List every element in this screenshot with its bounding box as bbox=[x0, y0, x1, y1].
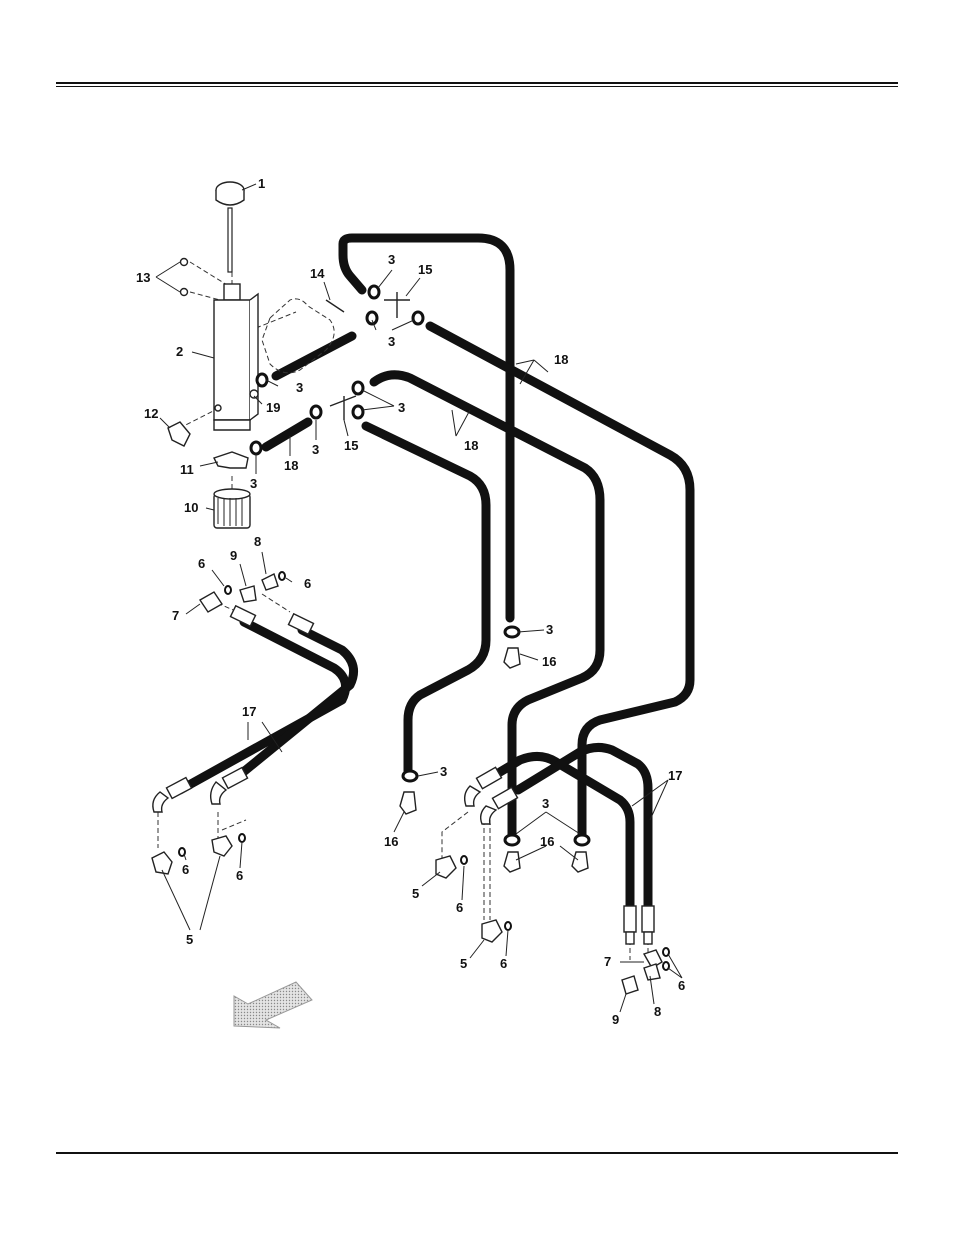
fitting-12 bbox=[168, 422, 190, 446]
callout-17: 17 bbox=[242, 704, 256, 719]
hose-18-tank-short bbox=[276, 336, 352, 376]
callout-13: 13 bbox=[136, 270, 150, 285]
adapter-7 bbox=[200, 592, 222, 612]
callout-3: 3 bbox=[546, 622, 553, 637]
callout-3: 3 bbox=[398, 400, 405, 415]
callout-3: 3 bbox=[388, 334, 395, 349]
hose-18-filter-short bbox=[266, 422, 308, 447]
callout-19: 19 bbox=[266, 400, 280, 415]
callout-7: 7 bbox=[172, 608, 179, 623]
callout-6: 6 bbox=[678, 978, 685, 993]
callout-3: 3 bbox=[388, 252, 395, 267]
callout-8: 8 bbox=[254, 534, 261, 549]
reservoir-tank bbox=[214, 300, 250, 420]
callout-2: 2 bbox=[176, 344, 183, 359]
callout-6: 6 bbox=[500, 956, 507, 971]
callout-9: 9 bbox=[612, 1012, 619, 1027]
reservoir-tank-side bbox=[250, 294, 258, 420]
callout-6: 6 bbox=[304, 576, 311, 591]
front-direction-arrow-icon bbox=[234, 982, 312, 1028]
callout-18: 18 bbox=[464, 438, 478, 453]
dipstick-cap-body bbox=[216, 190, 244, 205]
adapter-8-right bbox=[644, 964, 660, 980]
hose-18-left-long bbox=[366, 426, 486, 772]
elbow-5-d bbox=[482, 920, 502, 942]
tank-base bbox=[214, 420, 250, 430]
elbow-11 bbox=[214, 452, 248, 468]
callout-6: 6 bbox=[198, 556, 205, 571]
adapter-9 bbox=[240, 586, 256, 602]
filler-neck bbox=[224, 284, 240, 300]
callout-3: 3 bbox=[312, 442, 319, 457]
callout-10: 10 bbox=[184, 500, 198, 515]
bolt-13-b bbox=[181, 289, 188, 296]
callout-14: 14 bbox=[310, 266, 325, 281]
callout-16: 16 bbox=[540, 834, 554, 849]
elbow-5-c bbox=[436, 856, 456, 878]
clamps-3 bbox=[251, 286, 589, 845]
hose-17-right-a bbox=[500, 756, 630, 908]
callout-3: 3 bbox=[296, 380, 303, 395]
dipstick-rod bbox=[228, 208, 232, 272]
callout-3: 3 bbox=[250, 476, 257, 491]
callout-6: 6 bbox=[182, 862, 189, 877]
callout-18: 18 bbox=[284, 458, 298, 473]
callout-3: 3 bbox=[542, 796, 549, 811]
bolt-14 bbox=[326, 300, 344, 312]
callout-11: 11 bbox=[180, 462, 194, 477]
tank-port bbox=[215, 405, 221, 411]
adapter-8 bbox=[262, 574, 278, 590]
callout-5: 5 bbox=[186, 932, 193, 947]
callout-3: 3 bbox=[440, 764, 447, 779]
callout-6: 6 bbox=[236, 868, 243, 883]
callout-5: 5 bbox=[412, 886, 419, 901]
callout-15: 15 bbox=[344, 438, 358, 453]
callout-18: 18 bbox=[554, 352, 568, 367]
callout-15: 15 bbox=[418, 262, 432, 277]
callout-6: 6 bbox=[456, 900, 463, 915]
tank-plug-19 bbox=[250, 390, 258, 398]
callout-9: 9 bbox=[230, 548, 237, 563]
callout-16: 16 bbox=[542, 654, 556, 669]
bolt-13-a bbox=[181, 259, 188, 266]
callout-1: 1 bbox=[258, 176, 265, 191]
adapter-9-right bbox=[622, 976, 638, 994]
filter-10 bbox=[214, 489, 250, 528]
callout-5: 5 bbox=[460, 956, 467, 971]
hoses-18 bbox=[266, 238, 690, 836]
callout-16: 16 bbox=[384, 834, 398, 849]
callout-17: 17 bbox=[668, 768, 682, 783]
elbow-5-b bbox=[212, 836, 232, 856]
callout-7: 7 bbox=[604, 954, 611, 969]
callout-12: 12 bbox=[144, 406, 158, 421]
callout-8: 8 bbox=[654, 1004, 661, 1019]
